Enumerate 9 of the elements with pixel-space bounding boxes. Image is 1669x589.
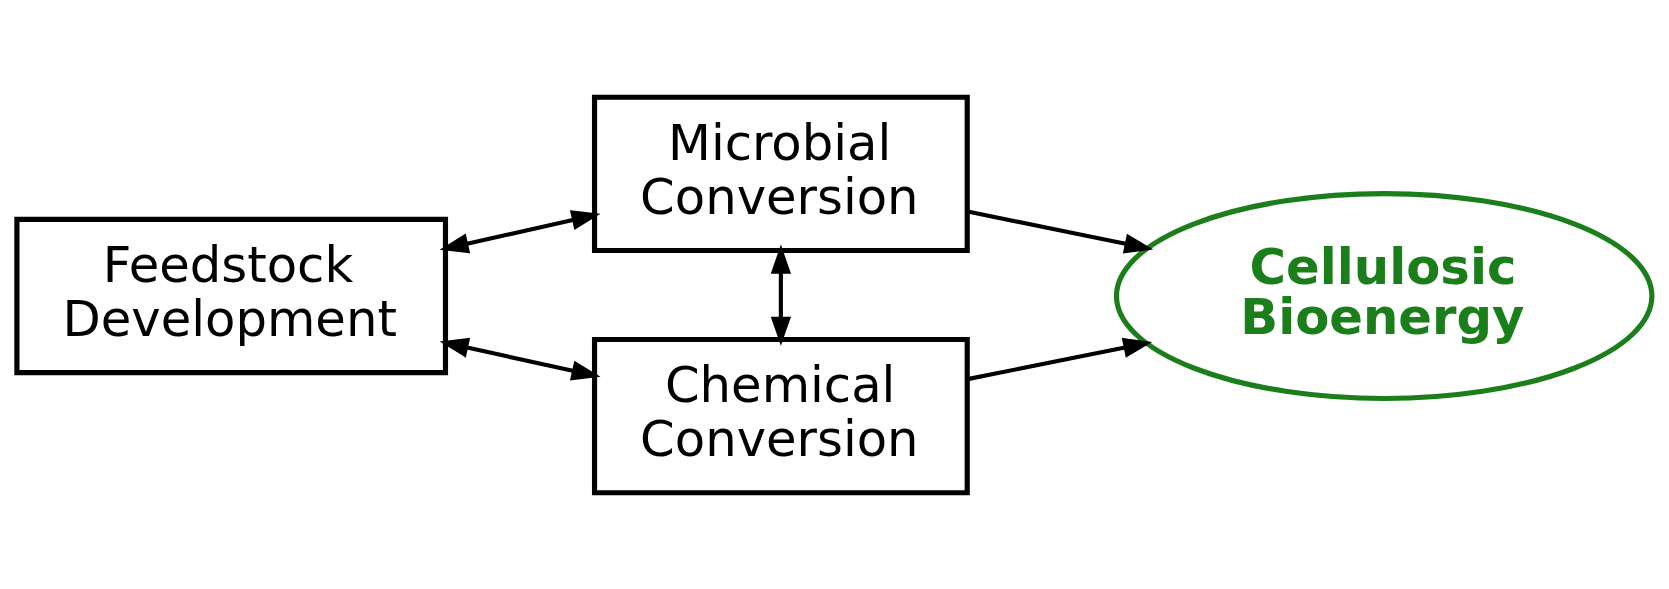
arrow <box>439 337 601 381</box>
arrow <box>967 209 1154 254</box>
node-box: Chemical Conversion <box>591 336 970 495</box>
arrow <box>967 337 1153 381</box>
node-ellipse: Cellulosic Bioenergy <box>1113 190 1655 401</box>
arrow <box>770 244 792 346</box>
node-box: Microbial Conversion <box>591 94 970 253</box>
node-box: Feedstock Development <box>14 216 449 375</box>
arrow <box>439 209 601 253</box>
